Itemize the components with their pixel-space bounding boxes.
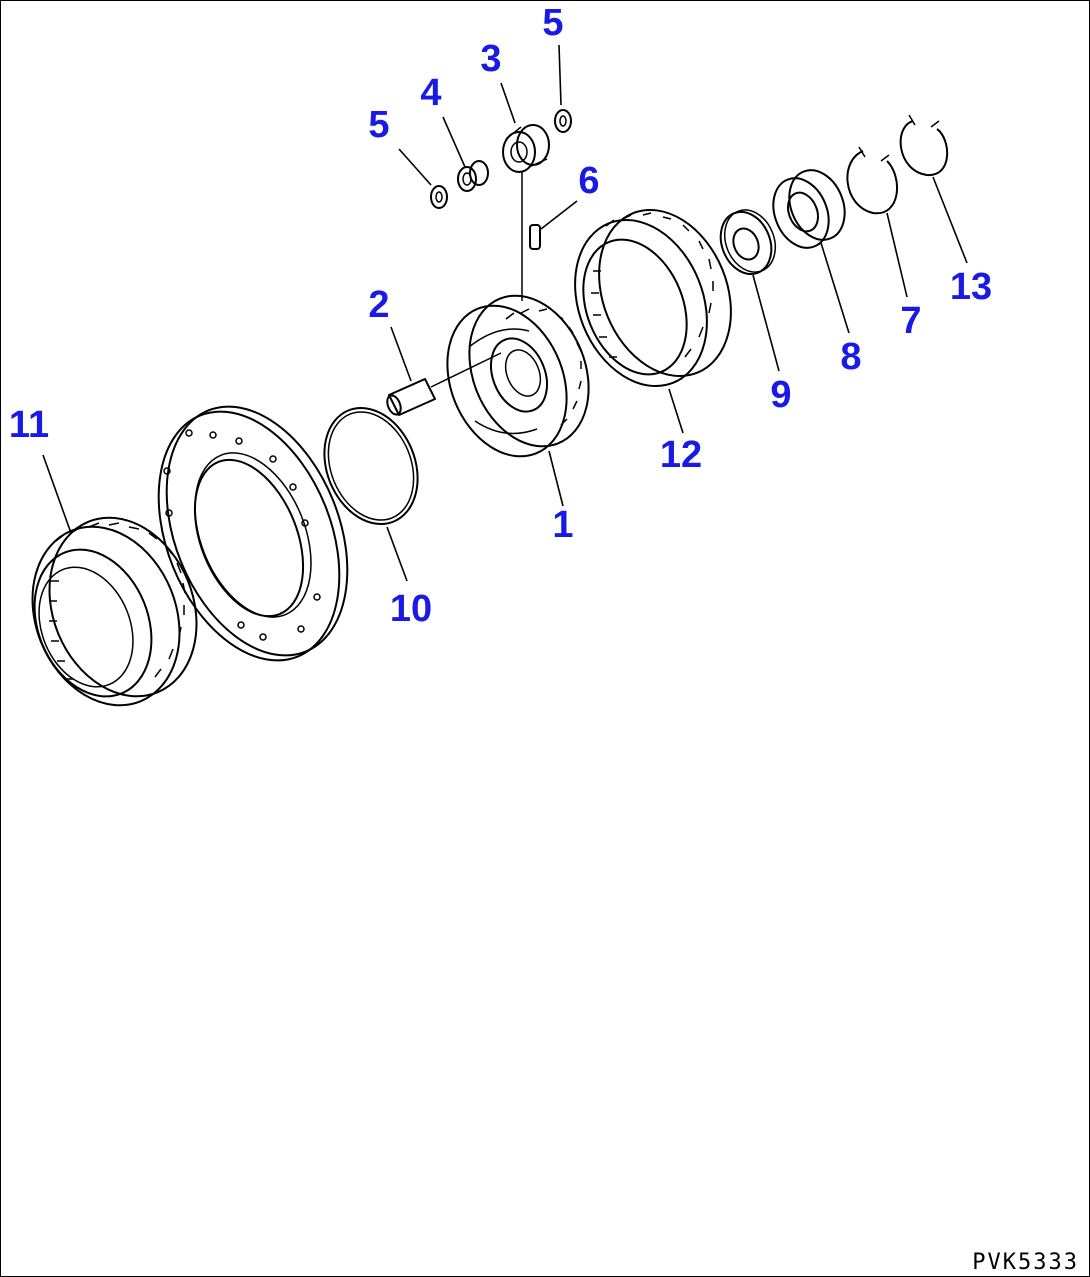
leader-lines [42, 44, 968, 582]
callout-6: 6 [578, 160, 599, 202]
callout-1: 1 [552, 504, 573, 546]
callouts: 1 2 3 4 5 5 6 7 8 9 10 11 12 13 [9, 2, 992, 630]
callout-9: 9 [770, 374, 791, 416]
part-5-washer-left [430, 185, 448, 209]
part-5-washer-right [554, 109, 572, 133]
part-7-circlip [846, 146, 899, 215]
part-plate-disc [157, 405, 349, 662]
part-2-pin [386, 352, 502, 416]
drawing-code: PVK5333 [972, 1250, 1079, 1275]
part-12-ring-gear [574, 208, 732, 388]
part-10-snap-ring [323, 406, 419, 526]
part-1-carrier [446, 294, 590, 458]
callout-2: 2 [368, 284, 389, 326]
part-6-dowel [529, 224, 541, 250]
callout-12: 12 [660, 434, 702, 476]
callout-5-right: 5 [542, 2, 563, 44]
part-11-ring-gear [31, 516, 198, 707]
part-3-planet-gear [502, 124, 550, 301]
callout-5-left: 5 [368, 104, 389, 146]
callout-8: 8 [840, 336, 861, 378]
callout-13: 13 [950, 266, 992, 308]
part-13-circlip [899, 114, 949, 177]
callout-7: 7 [900, 300, 921, 342]
callout-10: 10 [390, 588, 432, 630]
callout-3: 3 [480, 38, 501, 80]
part-8-bearing [772, 169, 846, 249]
callout-11: 11 [9, 404, 49, 446]
part-4-bushing [457, 160, 489, 192]
part-9-washer [719, 209, 777, 276]
callout-4: 4 [420, 72, 441, 114]
